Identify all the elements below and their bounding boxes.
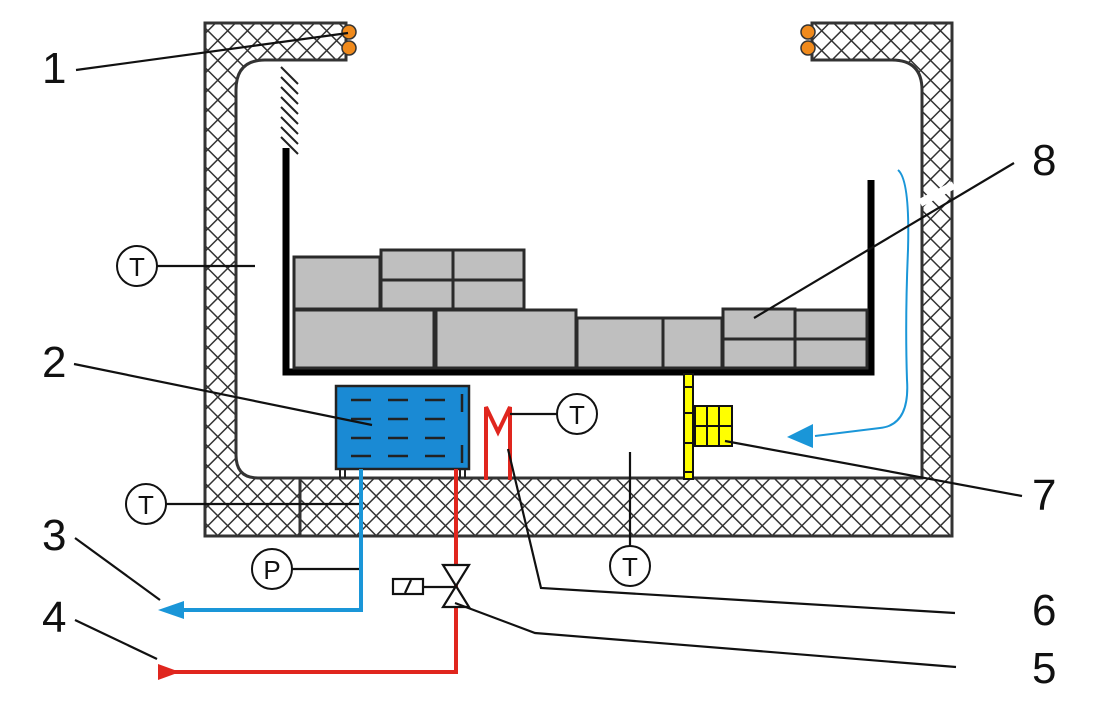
door-seal-left [341, 24, 357, 56]
callout-1: 1 [42, 44, 66, 93]
inlet-line [158, 469, 458, 680]
pressure-sensor: P [251, 548, 359, 590]
insulation-wall-right [298, 21, 954, 538]
outlet-line [158, 469, 363, 619]
callout-2: 2 [42, 338, 66, 387]
leader-5 [454, 601, 957, 669]
leader-1 [75, 31, 349, 72]
callout-4: 4 [42, 593, 66, 642]
outlet-arrow-icon [158, 601, 184, 619]
leader-8 [753, 162, 1015, 319]
temp-sensor-floor: T [125, 483, 359, 525]
airflow-arrow-icon [787, 169, 910, 448]
inlet-arrow-icon [158, 664, 180, 680]
leader-7 [724, 439, 1023, 498]
temp-sensor-air-left: T [116, 245, 255, 287]
fan [683, 373, 733, 480]
insulation-wall-left [203, 21, 348, 538]
solenoid-valve [391, 563, 471, 609]
callout-6: 6 [1032, 586, 1056, 635]
svg-text:T: T [622, 552, 638, 582]
svg-text:T: T [138, 490, 154, 520]
door-seal-right [800, 24, 816, 56]
curtain-hatch [280, 66, 299, 155]
heater-element [484, 406, 512, 480]
callout-8: 8 [1032, 136, 1056, 185]
leader-2 [73, 362, 373, 427]
cargo-tray [282, 148, 875, 376]
callout-5: 5 [1032, 644, 1056, 693]
callout-7: 7 [1032, 471, 1056, 520]
temp-sensor-bottom: T [609, 452, 651, 587]
water-tank [334, 384, 471, 478]
callout-3: 3 [42, 511, 66, 560]
svg-text:T: T [569, 400, 585, 430]
leader-6 [506, 448, 956, 615]
leader-4 [74, 619, 158, 660]
leader-3 [74, 537, 161, 601]
svg-text:T: T [129, 252, 145, 282]
cargo-boxes [292, 248, 869, 370]
temp-sensor-heater: T [510, 393, 598, 435]
svg-text:P: P [263, 555, 280, 585]
